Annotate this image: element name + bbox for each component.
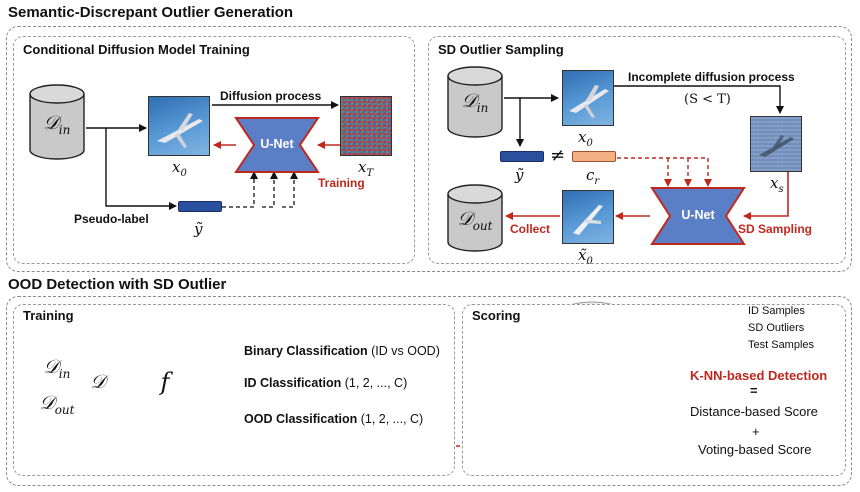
sd-x0-symbol: x (578, 128, 587, 146)
cdm-x0-symbol: x (172, 158, 181, 176)
id-classification-label: ID Classification (1, 2, ..., C) (244, 376, 407, 390)
legend-sd-outliers: SD Outliers (748, 322, 805, 334)
id-classification-detail: (1, 2, ..., C) (341, 376, 408, 390)
binary-classification-detail: (ID vs OOD) (367, 344, 440, 358)
airplane-icon (569, 85, 609, 118)
sd-cr-symbol: c (586, 166, 595, 184)
sd-x0-label: x0 (578, 128, 593, 149)
sd-xs-partial-image (750, 116, 802, 172)
voting-score-label: Voting-based Score (698, 442, 812, 457)
sd-neq-symbol: ≠ (550, 145, 566, 166)
cdm-training-title: Conditional Diffusion Model Training (23, 42, 250, 57)
cdm-x0-image (148, 96, 210, 156)
train-db-out-symbol: 𝒟 (39, 392, 55, 414)
cdm-db-label: 𝒟in (30, 112, 84, 137)
sd-ytilde-label: ỹ (515, 166, 524, 184)
sd-x0tilde-symbol: x̃ (578, 246, 587, 264)
cdm-db-symbol: 𝒟 (43, 112, 59, 134)
cdm-cond-arrow-3 (282, 171, 298, 208)
cdm-x0-subscript: 0 (180, 168, 187, 179)
id-classification-name: ID Classification (244, 376, 342, 390)
equals-symbol: = (750, 383, 758, 398)
airplane-icon (157, 113, 203, 148)
bottom-section-title: OOD Detection with SD Outlier (8, 276, 227, 293)
sd-db-out-label: 𝒟out (448, 208, 502, 233)
cdm-xt-subscript: T (366, 168, 374, 179)
sd-sampling-label: SD Sampling (738, 222, 813, 236)
sd-db-in-label: 𝒟in (448, 90, 502, 115)
cdm-x0-label: x0 (172, 158, 187, 179)
cdm-db-cylinder (29, 84, 85, 160)
train-db-out-subscript: out (54, 402, 75, 417)
cdm-label-embedding-bar (178, 201, 222, 212)
top-section-title: Semantic-Discrepant Outlier Generation (8, 4, 294, 21)
airplane-variant-icon (573, 205, 603, 235)
cdm-xt-symbol: x (358, 158, 367, 176)
sd-xs-subscript: s (778, 184, 784, 195)
sd-x0-subscript: 0 (586, 138, 593, 149)
sd-collect-label: Collect (510, 222, 551, 236)
cdm-training-label: Training (318, 176, 365, 190)
sd-x0tilde-label: x̃0 (578, 246, 593, 267)
cdm-xt-noise-image (340, 96, 392, 156)
cdm-pseudo-label: Pseudo-label (74, 212, 149, 226)
sd-unet-shape (650, 187, 746, 245)
sd-db-in-cylinder (447, 66, 503, 138)
scoring-title: Scoring (472, 308, 521, 323)
sd-db-in-symbol: 𝒟 (461, 90, 477, 112)
sd-x0-image (562, 70, 614, 126)
sd-cr-subscript: r (594, 176, 600, 187)
scoring-panel (462, 304, 846, 476)
ood-classification-label: OOD Classification (1, 2, ..., C) (244, 412, 423, 426)
cdm-db-subscript: in (58, 122, 71, 137)
sd-db-out-cylinder (447, 184, 503, 252)
cdm-xt-label: xT (358, 158, 373, 179)
ood-classification-detail: (1, 2, ..., C) (357, 412, 424, 426)
sd-ytilde-bar (500, 151, 544, 162)
cdm-diffusion-process-label: Diffusion process (220, 89, 322, 103)
sd-arrow-sd-sampling (743, 172, 789, 220)
sd-db-out-subscript: out (472, 218, 493, 233)
knn-detection-label: K-NN-based Detection (690, 368, 828, 383)
distance-score-label: Distance-based Score (690, 404, 818, 419)
sd-incomplete-label: Incomplete diffusion process (628, 70, 795, 84)
training-panel (13, 304, 455, 476)
sd-arrow-incomplete (614, 85, 784, 114)
sd-cr-bar (572, 151, 616, 162)
sd-db-out-symbol: 𝒟 (457, 208, 473, 230)
cdm-unet-label: U-Net (260, 137, 294, 151)
blurred-airplane-icon (759, 135, 794, 157)
cdm-cond-arrow-2 (262, 171, 278, 208)
sd-sampling-title: SD Outlier Sampling (438, 42, 564, 57)
sd-x0-tilde-image (562, 190, 614, 244)
sd-db-in-subscript: in (476, 100, 489, 115)
plus-symbol: + (752, 424, 760, 439)
binary-classification-name: Binary Classification (244, 344, 368, 358)
training-title: Training (23, 308, 74, 323)
train-db-in-subscript: in (58, 366, 71, 381)
top-section-frame (6, 26, 852, 272)
train-db-in-symbol: 𝒟 (43, 356, 59, 378)
cdm-cond-arrow-1 (222, 171, 258, 208)
sd-x0tilde-subscript: 0 (586, 256, 593, 267)
binary-classification-label: Binary Classification (ID vs OOD) (244, 344, 440, 358)
train-d-label: 𝒟 (90, 371, 106, 393)
sd-cr-label: cr (586, 166, 599, 187)
train-db-in-label: 𝒟in (30, 356, 84, 381)
bottom-section-frame (6, 296, 852, 486)
cdm-arrow-to-label (105, 128, 177, 210)
legend-test-samples: Test Samples (748, 339, 815, 351)
sd-xs-symbol: x (770, 174, 779, 192)
ood-classification-name: OOD Classification (244, 412, 358, 426)
sd-unet-label: U-Net (681, 208, 715, 222)
sd-condition-label: (S < T) (684, 92, 731, 107)
train-db-out-label: 𝒟out (30, 392, 84, 417)
sd-xs-label: xs (770, 174, 784, 195)
legend-id-samples: ID Samples (748, 305, 805, 317)
cdm-unet-shape (234, 117, 320, 173)
f-network-label: f (160, 368, 170, 396)
cdm-ytilde-label: ỹ (194, 220, 203, 238)
sd-cond-arrow-3 (617, 157, 712, 187)
